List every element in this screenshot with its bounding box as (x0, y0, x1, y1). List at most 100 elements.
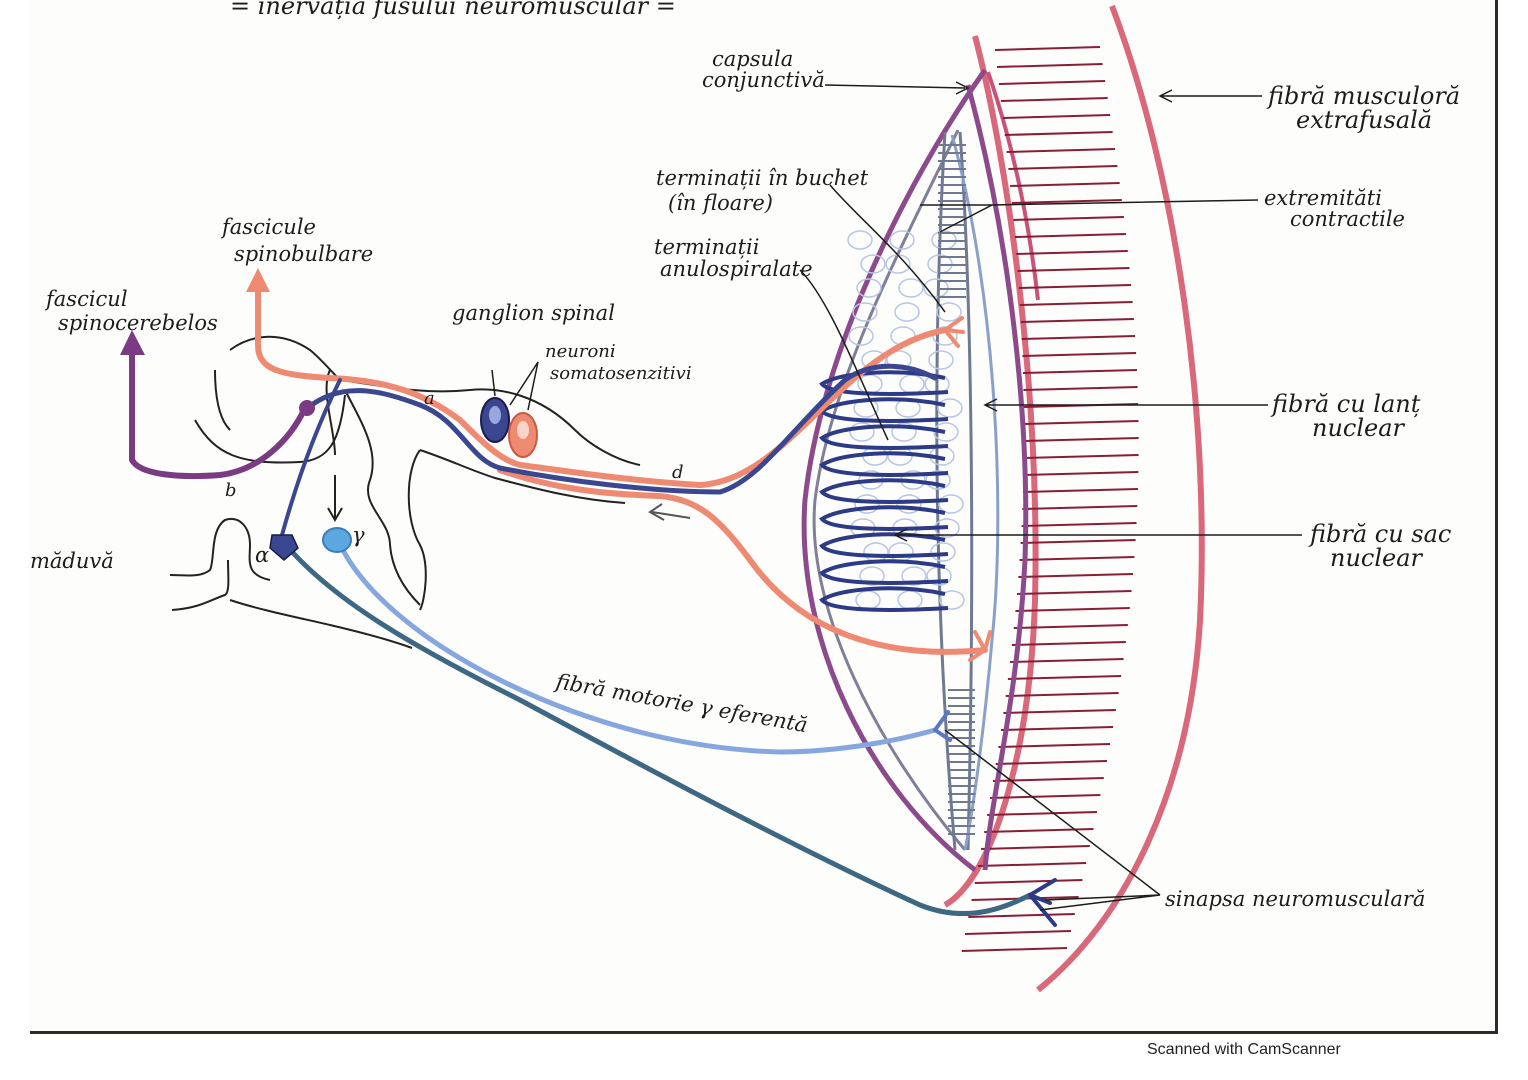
neuromuscular-spindle (801, 68, 1029, 872)
nucleus (928, 350, 954, 370)
nucleus (939, 590, 965, 610)
scanner-footer: Scanned with CamScanner (1147, 1041, 1341, 1058)
descending-tract (280, 378, 342, 537)
label-extremitati-2: contractile (1290, 207, 1405, 231)
gamma-motor-fiber (335, 537, 938, 755)
striation-line (961, 947, 1068, 952)
striation-line (1008, 165, 1118, 170)
striation-line (1023, 437, 1139, 442)
striation-line (1006, 148, 1116, 153)
nucleus (857, 374, 883, 394)
label-terminatii-anulo-1: terminații (654, 235, 759, 259)
label-letter-b: b (225, 480, 237, 501)
nucleus (898, 278, 924, 298)
striation-line (1017, 267, 1130, 272)
striation-line (1000, 97, 1108, 102)
label-fibra-extrafusala-2: extrafusală (1296, 106, 1432, 134)
nucleus (891, 422, 917, 442)
contractile-poles (938, 144, 975, 835)
label-fibra-lant-2: nuclear (1312, 414, 1406, 442)
striation-line (996, 63, 1103, 68)
striation-line (1010, 182, 1120, 187)
diagram-labels: = inervația fusului neuromuscular = caps… (30, 0, 1460, 911)
spinocerebellar-arrow (120, 330, 145, 355)
nucleus (855, 590, 881, 610)
striation-line (1009, 658, 1124, 663)
striation-line (1000, 726, 1114, 731)
striation-line (998, 80, 1106, 85)
striation-line (974, 879, 1083, 884)
nucleus (856, 278, 882, 298)
nucleus (938, 494, 964, 514)
nucleus (899, 374, 925, 394)
label-ganglion-spinal: ganglion spinal (452, 301, 615, 325)
neurons (269, 397, 538, 561)
label-fibra-sac-2: nuclear (1330, 544, 1424, 572)
nucleus (894, 302, 920, 322)
annulospiral-endings (819, 370, 949, 612)
label-fibra-sac-1: fibră cu sac (1308, 520, 1451, 548)
label-extremitati-1: extremităti (1264, 186, 1382, 210)
nucleus (888, 542, 914, 562)
label-sinapsa: sinapsa neuromusculară (1165, 887, 1425, 911)
striation-line (1019, 301, 1133, 306)
label-letter-d: d (672, 462, 684, 483)
striation-line (1022, 352, 1137, 357)
annulospiral-coil (819, 451, 949, 477)
striation-line (1002, 114, 1111, 119)
annulospiral-coil (819, 559, 949, 585)
striation-line (1018, 573, 1134, 578)
annulospiral-coil (819, 505, 949, 531)
label-terminatii-anulo-2: anulospiralate (660, 257, 813, 281)
striation-line (1003, 709, 1116, 714)
striation-line (990, 794, 1101, 799)
label-neuroni-1: neuroni (545, 341, 616, 362)
nerve-fibers (129, 287, 1033, 916)
scanned-paper (30, 0, 1498, 1034)
label-fascicul-2: spinocerebelos (58, 311, 218, 335)
nucleus (936, 302, 962, 322)
nucleus (859, 566, 885, 586)
flower-spray-bottom (968, 630, 992, 662)
striation-line (1013, 216, 1124, 221)
alpha-motor-fiber (279, 537, 1033, 916)
striation-line (977, 862, 1087, 867)
label-maduva: măduvă (30, 549, 114, 573)
nucleus (848, 326, 874, 346)
leader-lines (491, 81, 1302, 911)
nucleus (937, 398, 963, 418)
label-fascicule-1: fascicule (220, 215, 316, 239)
nucleus (860, 254, 886, 274)
striation-line (1005, 692, 1119, 697)
label-fascicul-1: fascicul (44, 287, 128, 311)
gamma-synapse (933, 710, 952, 742)
nucleus (896, 494, 922, 514)
striation-line (1011, 641, 1126, 646)
striation-line (1023, 386, 1138, 391)
label-neuroni-2: somatosenzitivi (550, 363, 692, 384)
annulospiral-coil (819, 586, 949, 612)
striation-line (1016, 590, 1132, 595)
striation-line (1022, 369, 1137, 374)
striation-line (994, 46, 1101, 51)
striation-line (1007, 675, 1122, 680)
descending-arrow (327, 475, 343, 522)
diagram-title: = inervația fusului neuromuscular = (230, 0, 676, 20)
nucleus (897, 590, 923, 610)
label-terminatii-buchet-1: terminații în buchet (656, 166, 869, 190)
nucleus (863, 542, 889, 562)
label-fibra-lant-1: fibră cu lanț (1270, 390, 1421, 418)
label-conjunctiva: conjunctivă (702, 68, 825, 92)
nucleus (849, 422, 875, 442)
striation-line (1018, 284, 1132, 289)
nucleus (901, 566, 927, 586)
striation-line (1004, 131, 1113, 136)
striation-line (995, 760, 1108, 765)
alpha-motor-neuron (269, 534, 299, 561)
striation-line (981, 845, 1090, 850)
spinal-cord-outline (169, 335, 641, 649)
spinocerebellar-neuron (299, 400, 315, 416)
striation-line (965, 930, 1071, 935)
striation-line (1019, 556, 1135, 561)
